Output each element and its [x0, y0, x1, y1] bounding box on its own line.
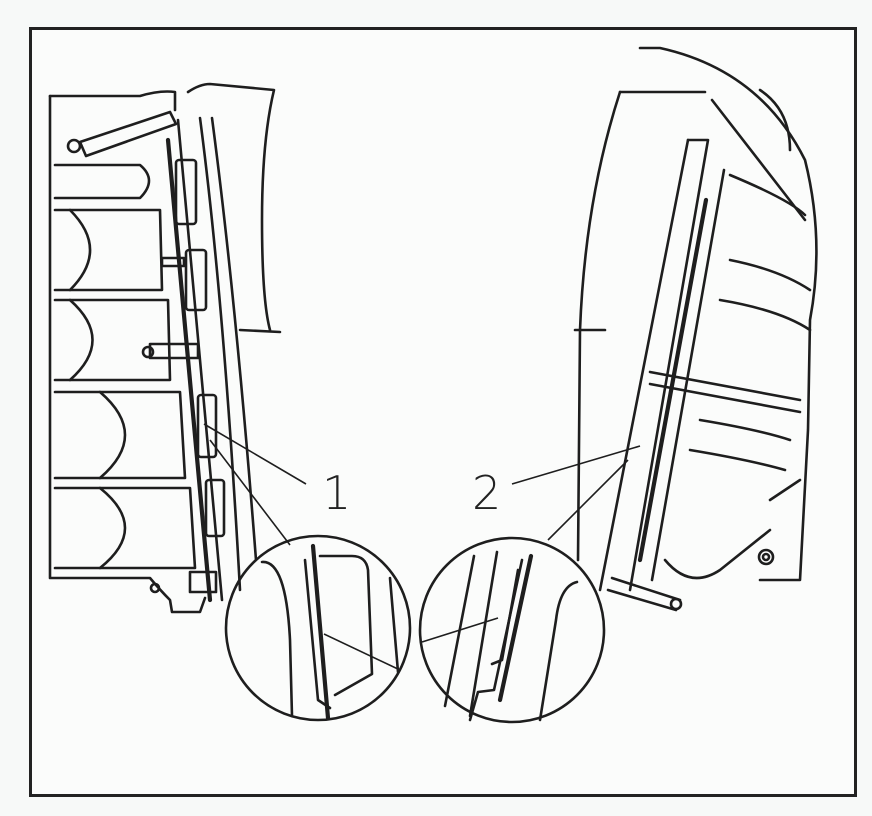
callout-label-2: 2 — [472, 466, 502, 520]
diagram-frame — [29, 27, 857, 797]
right-grille-view — [573, 46, 818, 612]
left-detail-circle — [224, 534, 412, 722]
left-grille-view — [48, 82, 282, 614]
leader-lines — [203, 423, 641, 546]
right-detail-circle — [418, 536, 606, 724]
callout-label-1: 1 — [322, 466, 352, 520]
